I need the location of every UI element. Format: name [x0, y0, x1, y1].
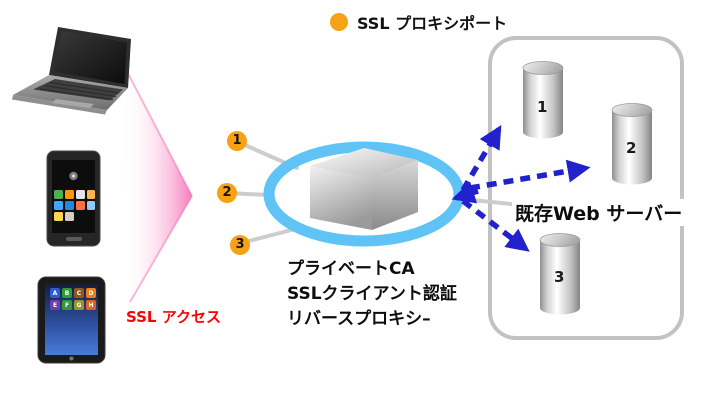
ssl-proxy-port-icon	[330, 13, 348, 31]
legend: SSL プロキシポート	[330, 10, 507, 34]
proxy-port-badge-1: 1	[227, 131, 247, 151]
server-cylinder-1	[522, 61, 564, 139]
proxy-port-badge-2: 2	[217, 183, 237, 203]
proxy-caption: プライベートCA SSLクライアント認証 リバースプロキシ–	[287, 257, 457, 332]
tablet-app-f: F	[62, 300, 72, 310]
tablet-app-a: A	[50, 288, 60, 298]
proxy-caption-line-1: プライベートCA	[287, 259, 415, 279]
legend-label: SSL プロキシポート	[357, 14, 508, 33]
server-number-2: 2	[626, 139, 637, 157]
server-group-box	[488, 36, 684, 340]
tablet-app-d: D	[86, 288, 96, 298]
tablet-app-e: E	[50, 300, 60, 310]
access-beam	[121, 61, 193, 303]
server-cylinder-2	[611, 103, 653, 185]
tablet-app-grid: A B C D E F G H	[50, 288, 96, 310]
server-cylinder-3	[539, 233, 581, 315]
proxy-port-badge-3: 3	[230, 235, 250, 255]
ssl-access-label: SSL アクセス	[126, 308, 221, 326]
proxy-caption-line-3: リバースプロキシ–	[287, 309, 431, 329]
proxy-arrows	[451, 125, 591, 252]
laptop-icon	[12, 27, 131, 115]
proxy-cube-icon	[310, 148, 418, 230]
tablet-app-g: G	[74, 300, 84, 310]
tablet-app-c: C	[74, 288, 84, 298]
smartphone-icon	[46, 150, 101, 247]
proxy-caption-line-2: SSLクライアント認証	[287, 284, 457, 304]
server-number-1: 1	[537, 98, 548, 116]
server-number-3: 3	[554, 268, 565, 286]
server-group-label: 既存Web サーバー	[512, 199, 686, 226]
tablet-app-b: B	[62, 288, 72, 298]
tablet-app-h: H	[86, 300, 96, 310]
